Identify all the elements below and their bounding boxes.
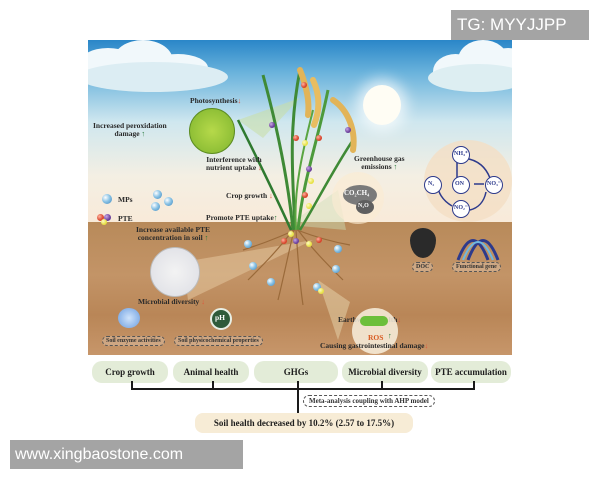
bracket-tick xyxy=(381,381,383,390)
earthworm-circle xyxy=(352,308,398,354)
category-pte-accumulation: PTE accumulation xyxy=(431,361,511,383)
pte-particle xyxy=(345,127,351,133)
bracket-horizontal-right xyxy=(381,388,475,390)
mp-particle xyxy=(267,278,275,286)
physicochemical-label: Soil physicochemical properties xyxy=(174,336,263,346)
no3-label: NO₃⁻ xyxy=(487,181,501,187)
pte-particle xyxy=(269,122,275,128)
n2o-cloud xyxy=(356,200,374,214)
co2-ch4-label: CO₂CH₄ xyxy=(344,189,370,197)
photosynthesis-label: Photosynthesis↓ xyxy=(190,96,242,105)
sun xyxy=(363,85,401,125)
category-crop-growth: Crop growth xyxy=(92,361,168,383)
pte-particle xyxy=(318,288,324,294)
n2o-label: N₂O xyxy=(358,203,369,209)
connector-shapes xyxy=(183,67,357,340)
mp-particle xyxy=(313,283,321,291)
ros-trend: ↑ xyxy=(388,331,392,340)
leaf-cell-icon xyxy=(189,108,235,154)
pte-particle xyxy=(288,231,294,237)
mp-particle xyxy=(249,262,257,270)
ghg-emissions-label: Greenhouse gas emissions ↑ xyxy=(354,154,405,172)
pte-particle xyxy=(306,241,312,247)
doc-icon xyxy=(410,228,436,258)
ph-icon xyxy=(210,308,232,330)
pte-uptake-label: Promote PTE uptake↑ xyxy=(206,213,278,222)
pte-particle xyxy=(308,178,314,184)
pte-particle xyxy=(293,238,299,244)
no2-label: NO₂⁻ xyxy=(454,205,468,211)
pte-legend-icon-red xyxy=(97,214,104,221)
pte-legend-icon-yellow xyxy=(101,219,107,225)
gastrointestinal-label: Causing gastrointestinal damage↓ xyxy=(320,341,429,350)
earthworm-icon xyxy=(360,316,388,326)
ros-label: ROS xyxy=(368,333,384,342)
pte-particle xyxy=(306,203,312,209)
dna-icon xyxy=(456,239,500,261)
bracket-horizontal xyxy=(131,388,388,390)
nutrient-uptake-label: Interference with nutrient uptake ↓ xyxy=(206,155,262,173)
n2-node xyxy=(424,176,442,194)
nh4-label: NH₄⁺ xyxy=(454,151,468,157)
mp-particle xyxy=(244,240,252,248)
crop-growth-label: Crop growth ↓ xyxy=(226,191,273,200)
bracket-tick xyxy=(297,381,299,390)
pte-particle xyxy=(302,140,308,146)
nh4-node xyxy=(452,146,470,164)
bracket-stem xyxy=(297,388,299,413)
enzyme-activities-label: Soil enzyme activities xyxy=(102,336,165,346)
bracket-tick xyxy=(131,381,133,390)
ph-label: pH xyxy=(215,313,226,322)
category-animal-health: Animal health xyxy=(173,361,249,383)
pte-particle xyxy=(306,166,312,172)
method-label: Meta-analysis coupling with AHP model xyxy=(303,395,435,407)
watermark-website: www.xingbaostone.com xyxy=(10,440,243,469)
bracket-tick xyxy=(473,381,475,390)
no2-node xyxy=(452,200,470,218)
mp-particle xyxy=(332,265,340,273)
pte-particle xyxy=(316,135,322,141)
n2-label: N₂ xyxy=(428,181,435,187)
category-ghgs: GHGs xyxy=(254,361,338,383)
bracket-tick xyxy=(212,381,214,390)
mp-legend-icon xyxy=(102,194,112,204)
functional-gene-label: Functional gene xyxy=(452,262,501,272)
watermark-tg: TG: MYYJJPP xyxy=(451,10,589,40)
pte-particle xyxy=(281,238,287,244)
pte-legend-icon-purple xyxy=(104,214,111,221)
microbe-circle xyxy=(150,247,200,297)
on-node xyxy=(452,176,470,194)
pte-concentration-label: Increase available PTE concentration in … xyxy=(136,225,211,243)
pte-particle xyxy=(316,237,322,243)
enzyme-icon xyxy=(118,308,140,328)
pte-particle xyxy=(302,192,308,198)
mp-particle xyxy=(334,245,342,253)
mps-legend-label: MPs xyxy=(118,195,133,204)
pte-legend-label: PTE xyxy=(118,214,133,223)
result-banner: Soil health decreased by 10.2% (2.57 to … xyxy=(195,413,413,433)
microbial-diversity-label: Microbial diversity ↓ xyxy=(138,297,205,306)
peroxidation-label: Increased peroxidation damage ↑ xyxy=(93,121,167,139)
illustration-panel: Photosynthesis↓ Increased peroxidation d… xyxy=(88,40,512,355)
doc-label: DOC xyxy=(412,262,434,272)
pte-particle xyxy=(293,135,299,141)
pte-particle xyxy=(301,82,307,88)
no3-node xyxy=(485,176,503,194)
mp-particle xyxy=(153,190,162,199)
on-label: ON xyxy=(455,181,464,187)
mp-particle xyxy=(164,197,173,206)
mp-particle xyxy=(151,202,160,211)
category-microbial-diversity: Microbial diversity xyxy=(342,361,428,383)
